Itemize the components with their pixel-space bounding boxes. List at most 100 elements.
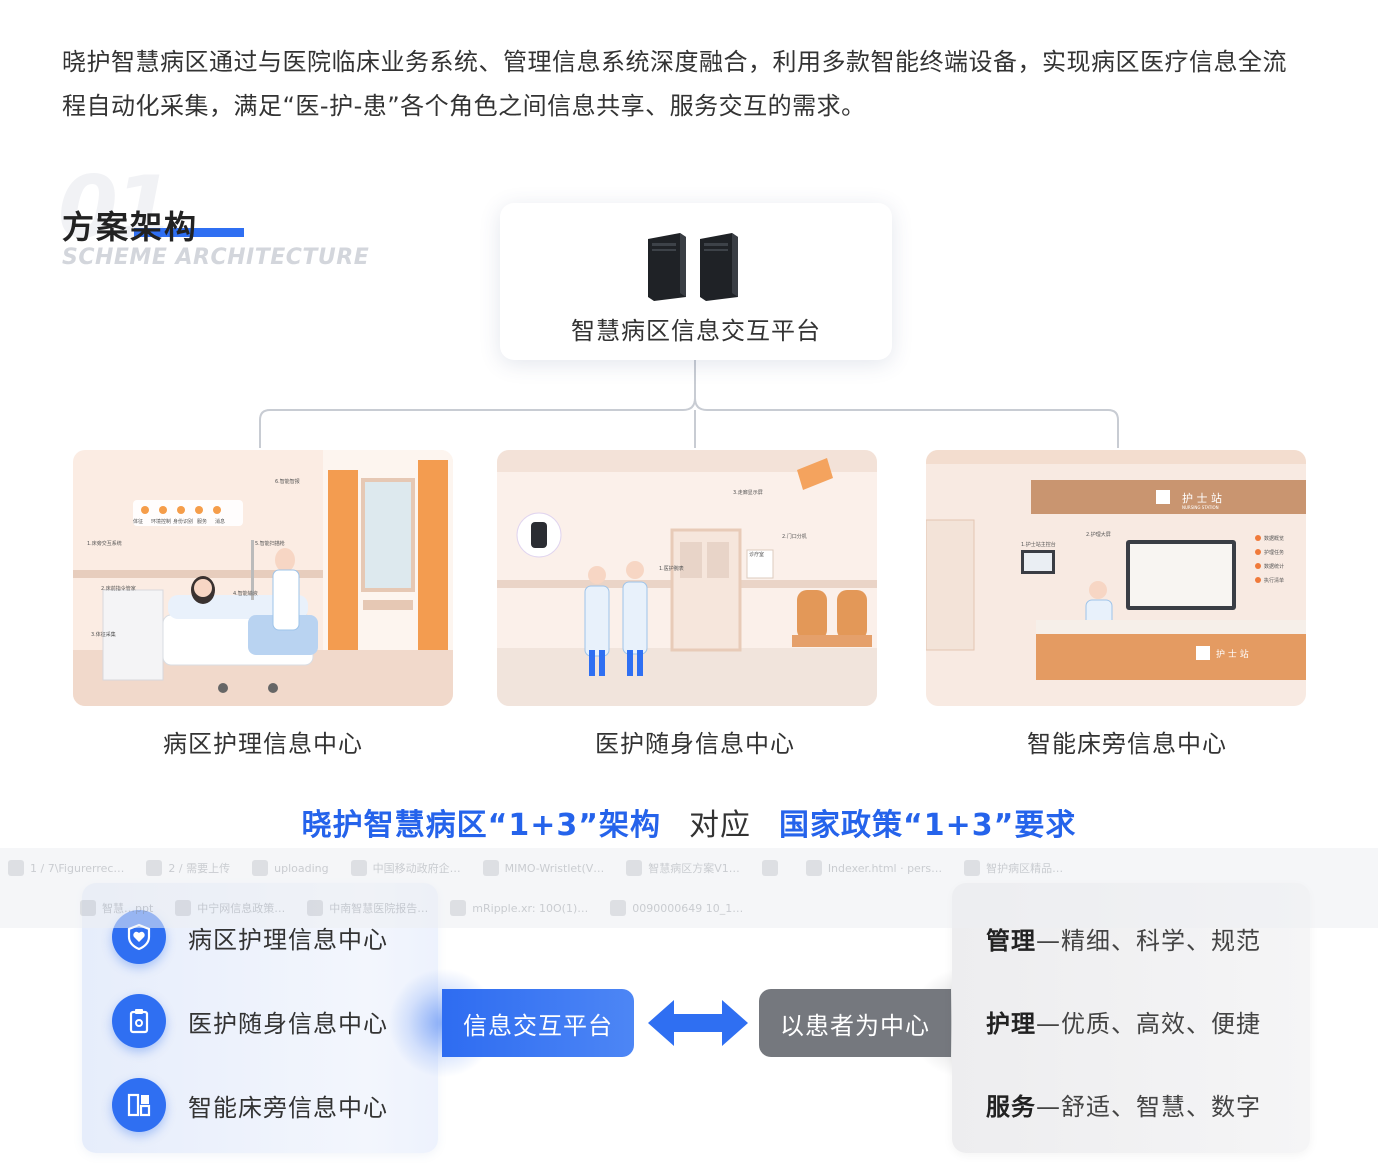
requirement-service: 服务—舒适、智慧、数字 <box>986 1087 1261 1122</box>
taskbar-item[interactable]: uploading <box>252 860 329 876</box>
ward-tag-2: 1.床旁交互系统 <box>87 540 122 547</box>
requirement-nursing: 护理—优质、高效、便捷 <box>986 1004 1261 1039</box>
taskbar-item-label: 中宁网信息政策… <box>197 902 286 915</box>
app-icon <box>307 900 324 916</box>
station-sign-title: 护 士 站 <box>1182 491 1222 505</box>
app-icon <box>482 860 499 876</box>
app-icon <box>450 900 467 916</box>
station-sign-sub: NURSING STATION <box>1182 505 1219 510</box>
requirement-service-key: 服务 <box>986 1093 1036 1121</box>
card-smart-bedside: 护 士 站 NURSING STATION 护 士 站 1.护士站主控台 2.护… <box>926 450 1306 706</box>
app-icon <box>964 860 981 876</box>
requirements-panel: 管理—精细、科学、规范 护理—优质、高效、便捷 服务—舒适、智慧、数字 <box>952 883 1310 1153</box>
center-item-bedside-label: 智能床旁信息中心 <box>188 1093 388 1122</box>
taskbar-item-label: 0090000649 10_1… <box>632 901 744 915</box>
taskbar-item-label: 智护病区精品… <box>986 862 1064 875</box>
taskbar-item-label: 智慧…ppt <box>102 902 154 915</box>
taskbar-item[interactable]: 1 / 7\Figurerrec… <box>8 860 124 876</box>
policy-headline: 晓护智慧病区“1+3”架构对应国家政策“1+3”要求 <box>0 800 1378 844</box>
taskbar-item-label: mRipple.xr: 10O(1)… <box>472 901 589 915</box>
taskbar-item[interactable]: 智慧病区方案V1… <box>626 860 740 876</box>
app-icon <box>146 860 163 876</box>
station-side-3: 数据统计 <box>1264 563 1284 570</box>
architecture-connector-lines <box>259 360 1119 448</box>
app-icon <box>761 860 778 876</box>
info-platform-button: 信息交互平台 <box>442 989 634 1057</box>
platform-box: 智慧病区信息交互平台 <box>500 203 892 360</box>
taskbar-item[interactable]: Indexer.html · pers… <box>805 860 942 876</box>
ward-icon-label-2: 环境控制 <box>151 518 171 525</box>
ward-room-illustration: 6.智能智报 1.床旁交互系统 5.智能扫描枪 2.床前指令管家 4.智能输液 … <box>73 450 453 706</box>
card-ward-nursing: 6.智能智报 1.床旁交互系统 5.智能扫描枪 2.床前指令管家 4.智能输液 … <box>73 450 453 706</box>
taskbar-item-label: MIMO-Wristlet(V… <box>504 861 605 875</box>
card-smart-bedside-label: 智能床旁信息中心 <box>1027 730 1227 758</box>
headline-right: 国家政策“1+3”要求 <box>779 808 1077 843</box>
taskbar-item[interactable]: 中南智慧医院报告… <box>307 900 428 916</box>
center-item-ward-label: 病区护理信息中心 <box>188 925 388 954</box>
requirement-management: 管理—精细、科学、规范 <box>986 921 1261 956</box>
app-icon <box>805 860 822 876</box>
taskbar-item[interactable] <box>761 860 784 876</box>
taskbar-item-label: 中南智慧医院报告… <box>329 902 429 915</box>
ward-icon-label-5: 消息 <box>215 518 225 525</box>
requirement-nursing-value: —优质、高效、便捷 <box>1036 1010 1261 1038</box>
station-tag-1: 1.护士站主控台 <box>1021 541 1056 548</box>
taskbar-row-1: 1 / 7\Figurerrec… 2 / 需要上传 uploading 中国移动政府… <box>8 860 1063 876</box>
corridor-tag-3: 1.医护腕表 <box>659 565 684 572</box>
patient-center-button: 以患者为中心 <box>759 989 951 1057</box>
server-icon <box>648 233 738 301</box>
taskbar-item[interactable]: 2 / 需要上传 <box>146 860 230 876</box>
grid-icon <box>112 1078 166 1132</box>
clipboard-icon <box>112 994 166 1048</box>
platform-label: 智慧病区信息交互平台 <box>571 317 821 345</box>
requirement-service-value: —舒适、智慧、数字 <box>1036 1093 1261 1121</box>
ghost-taskbar-overlay: 1 / 7\Figurerrec… 2 / 需要上传 uploading 中国移动政府… <box>0 848 1378 928</box>
headline-middle: 对应 <box>689 808 751 843</box>
intro-line-2: 程自动化采集，满足“医-护-患”各个角色之间信息共享、服务交互的需求。 <box>62 92 866 120</box>
nursing-station-illustration: 护 士 站 NURSING STATION 护 士 站 1.护士站主控台 2.护… <box>926 450 1306 706</box>
taskbar-item[interactable]: mRipple.xr: 10O(1)… <box>450 900 588 916</box>
taskbar-item-label: 中国移动政府企… <box>372 862 461 875</box>
three-centers-panel: 病区护理信息中心 医护随身信息中心 智能床旁信息中心 <box>82 883 438 1153</box>
station-side-4: 执行清单 <box>1264 577 1284 584</box>
corridor-illustration: 3.走廊显示屏 2.门口分机 1.医护腕表 诊疗室 <box>497 450 877 706</box>
taskbar-item[interactable]: MIMO-Wristlet(V… <box>482 860 605 876</box>
corridor-door-sign: 诊疗室 <box>749 551 764 558</box>
taskbar-row-2: 智慧…ppt 中宁网信息政策… 中南智慧医院报告… mRipple.xr: 10O(1… <box>80 900 743 916</box>
app-icon <box>626 860 643 876</box>
taskbar-item[interactable]: 0090000649 10_1… <box>610 900 743 916</box>
section-subtitle: SCHEME ARCHITECTURE <box>62 245 370 270</box>
intro-paragraph: 晓护智慧病区通过与医院临床业务系统、管理信息系统深度融合，利用多款智能终端设备，… <box>62 40 1352 128</box>
station-side-1: 数据概览 <box>1264 535 1284 542</box>
ward-tag-4: 2.床前指令管家 <box>101 585 136 592</box>
app-icon <box>8 860 24 876</box>
taskbar-item[interactable]: 智护病区精品… <box>964 860 1063 876</box>
card-medical-mobile: 3.走廊显示屏 2.门口分机 1.医护腕表 诊疗室 <box>497 450 877 706</box>
ward-tag-6: 3.体征采集 <box>91 631 116 638</box>
station-tag-2: 2.护理大屏 <box>1086 531 1111 538</box>
center-item-bedside: 智能床旁信息中心 <box>112 1078 388 1132</box>
taskbar-item[interactable]: 中宁网信息政策… <box>175 900 285 916</box>
center-item-mobile-label: 医护随身信息中心 <box>188 1009 388 1038</box>
ward-tag-1: 6.智能智报 <box>275 478 300 485</box>
app-icon <box>610 900 627 916</box>
ward-tag-3: 5.智能扫描枪 <box>255 540 285 547</box>
app-icon <box>252 860 269 876</box>
double-arrow-icon <box>648 1000 748 1046</box>
ward-tag-5: 4.智能输液 <box>233 590 258 597</box>
taskbar-item[interactable]: 智慧…ppt <box>80 900 153 916</box>
requirement-management-key: 管理 <box>986 927 1036 955</box>
center-item-mobile: 医护随身信息中心 <box>112 994 388 1048</box>
section-title-underline <box>134 228 244 237</box>
section-number-watermark: 01 <box>58 158 174 258</box>
taskbar-item[interactable]: 中国移动政府企… <box>350 860 461 876</box>
card-ward-nursing-label: 病区护理信息中心 <box>163 730 363 758</box>
station-side-2: 护理任务 <box>1264 549 1284 556</box>
taskbar-item-label: 智慧病区方案V1… <box>648 862 740 875</box>
ward-icon-label-3: 身份识别 <box>173 518 193 525</box>
requirement-nursing-key: 护理 <box>986 1010 1036 1038</box>
app-icon <box>175 900 192 916</box>
corridor-tag-2: 2.门口分机 <box>782 533 807 540</box>
ward-icon-label-1: 体征 <box>133 518 143 525</box>
app-icon <box>350 860 367 876</box>
